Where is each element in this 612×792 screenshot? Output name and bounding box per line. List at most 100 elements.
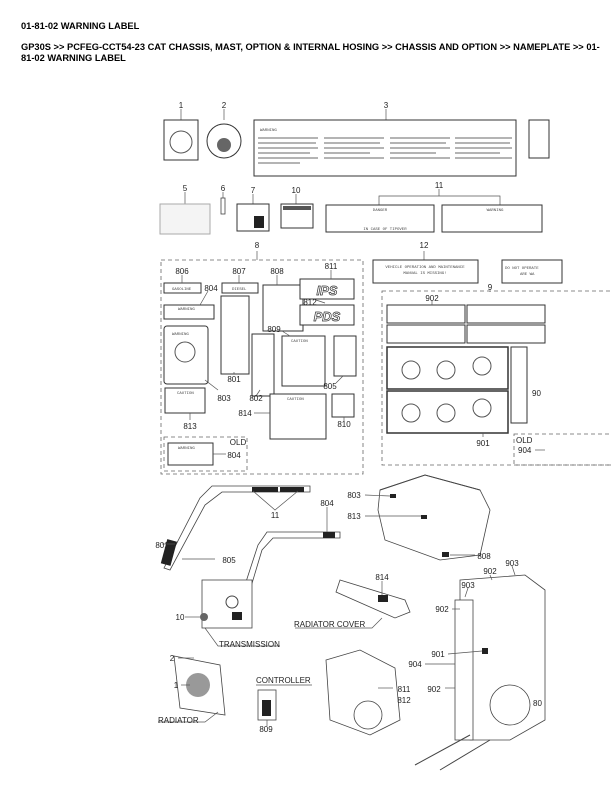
callout: 902: [427, 685, 441, 694]
svg-text:MANUAL IS MISSING!: MANUAL IS MISSING!: [403, 272, 446, 276]
callout: 10: [292, 186, 301, 195]
callout: 1: [174, 681, 179, 690]
callout: 809: [267, 325, 281, 334]
callout: 814: [238, 409, 252, 418]
callout: 812: [397, 696, 411, 705]
callout: 904: [408, 660, 422, 669]
radiator-cover-label: RADIATOR COVER: [294, 620, 365, 629]
svg-text:IPS: IPS: [317, 283, 338, 298]
callout: 804: [227, 451, 241, 460]
callout: 807: [232, 267, 246, 276]
callouts-top: 1 2 3 5 6 7 10 11 8 12 9: [179, 101, 493, 292]
callout: 2: [170, 654, 175, 663]
svg-text:DANGER: DANGER: [373, 209, 388, 213]
callout: 811: [325, 262, 338, 271]
label-10-danger: [280, 194, 314, 229]
svg-text:CAUTION: CAUTION: [177, 392, 194, 396]
overhead-guard-legs: [160, 485, 341, 591]
svg-text:CAUTION: CAUTION: [287, 398, 304, 402]
callout: 80: [533, 699, 542, 708]
callout: 901: [431, 650, 445, 659]
callout: 804: [204, 284, 218, 293]
label-12-manual-missing: VEHICLE OPERATION AND MAINTENANCE MANUAL…: [372, 251, 563, 284]
group-8: GASOLINE DIESEL WARNING WARNING CAUTION …: [160, 251, 364, 475]
callout: OLD: [516, 436, 533, 445]
svg-text:DO NOT OPERATE: DO NOT OPERATE: [505, 267, 539, 271]
callout: 902: [425, 294, 439, 303]
callout: 8: [255, 241, 260, 250]
callout: 11: [271, 511, 280, 520]
label-7: [236, 194, 270, 232]
label-5-nameplate: [159, 192, 211, 235]
svg-text:VEHICLE OPERATION AND MAINTENA: VEHICLE OPERATION AND MAINTENANCE: [385, 266, 465, 270]
callout: 801: [155, 541, 169, 550]
svg-text:ARE WA: ARE WA: [520, 273, 535, 277]
callout: 813: [183, 422, 197, 431]
callout: 11: [435, 181, 444, 190]
svg-text:IN CASE OF TIPOVER: IN CASE OF TIPOVER: [363, 228, 407, 232]
callout: 1: [179, 101, 184, 110]
operator-compartment: [325, 649, 401, 736]
forklift: [414, 574, 546, 771]
callout: 812: [303, 298, 317, 307]
callout: 803: [347, 491, 361, 500]
svg-text:WARNING: WARNING: [260, 129, 277, 133]
callout: 10: [176, 613, 185, 622]
label-3-safety-rules: WARNING: [253, 109, 517, 177]
callout: 902: [483, 567, 497, 576]
seat-cover: [377, 474, 491, 561]
label-11-danger-tipover: DANGER IN CASE OF TIPOVER WARNING: [325, 189, 543, 233]
callout: 805: [323, 382, 337, 391]
callout: 903: [505, 559, 519, 568]
callout: 808: [477, 552, 491, 561]
group-9: 902 901 90 OLD 904: [381, 290, 612, 466]
callout: 803: [217, 394, 231, 403]
callout: 901: [476, 439, 490, 448]
radiator: [173, 655, 226, 716]
controller: [257, 689, 277, 721]
callout: 808: [270, 267, 284, 276]
callout: 813: [347, 512, 361, 521]
callout: 801: [227, 375, 241, 384]
svg-text:GASOLINE: GASOLINE: [172, 288, 192, 292]
callouts-lower: 11 804 803 813 801 805 808 814 10 902 90…: [155, 491, 542, 734]
callout: 810: [337, 420, 351, 429]
controller-label: CONTROLLER: [256, 676, 311, 685]
page-title: 01-81-02 WARNING LABEL: [21, 21, 140, 31]
callout: 904: [518, 446, 532, 455]
callout: 9: [488, 283, 493, 292]
callout: 814: [375, 573, 389, 582]
callout: 6: [221, 184, 226, 193]
lower-leader-lines: [158, 494, 516, 726]
callout: 903: [461, 581, 475, 590]
callout: 811: [398, 685, 411, 694]
callout: 12: [420, 241, 429, 250]
svg-text:WARNING: WARNING: [178, 447, 195, 451]
transmission: [200, 579, 253, 629]
callout: 902: [435, 605, 449, 614]
callout: 802: [249, 394, 263, 403]
svg-text:PDS: PDS: [314, 309, 341, 324]
svg-text:CAUTION: CAUTION: [291, 340, 308, 344]
radiator-cover: [335, 579, 411, 619]
component-names: TRANSMISSION RADIATOR COVER CONTROLLER R…: [158, 620, 365, 725]
svg-text:WARNING: WARNING: [178, 308, 195, 312]
callout: 90: [532, 389, 541, 398]
callout: 804: [320, 499, 334, 508]
callout: 5: [183, 184, 188, 193]
callout: OLD: [230, 438, 247, 447]
label-2-round-warning: [206, 109, 242, 159]
transmission-label: TRANSMISSION: [219, 640, 280, 649]
label-1-fan-warning: [163, 109, 199, 161]
svg-text:WARNING: WARNING: [487, 209, 504, 213]
svg-text:DIESEL: DIESEL: [232, 288, 247, 292]
callout: 809: [259, 725, 273, 734]
callout: 2: [222, 101, 227, 110]
radiator-label: RADIATOR: [158, 716, 199, 725]
part-6-rivet: [220, 192, 226, 215]
breadcrumb: GP30S >> PCFEG-CCT54-23 CAT CHASSIS, MAS…: [21, 42, 600, 63]
callout: 805: [222, 556, 236, 565]
label-4-partial: [528, 119, 550, 159]
svg-text:WARNING: WARNING: [172, 333, 189, 337]
